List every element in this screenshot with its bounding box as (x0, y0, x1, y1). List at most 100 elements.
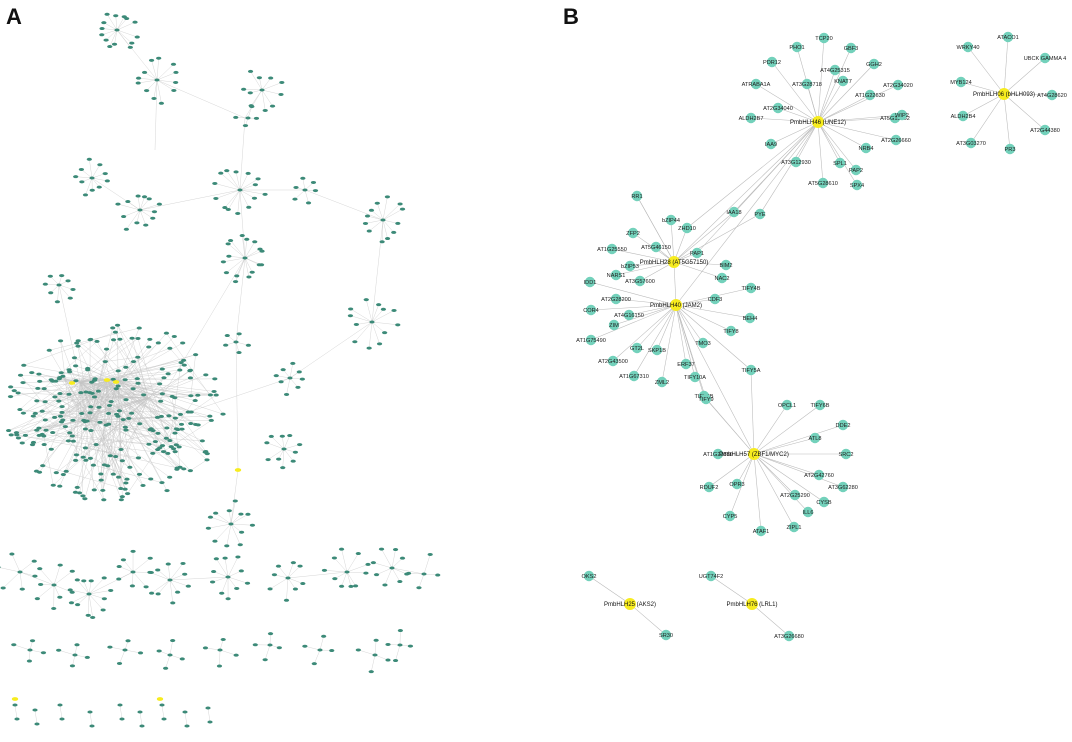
panel-b-edges (588, 36, 1053, 637)
gene-node-circle (606, 243, 618, 255)
panel-a-gene-node (290, 361, 296, 365)
gene-node-circle (744, 312, 756, 324)
panel-a-gene-node (177, 412, 184, 416)
panel-a-gene-node (159, 481, 165, 485)
panel-a-gene-node (293, 185, 299, 189)
panel-a-gene-node (154, 78, 160, 82)
panel-a-edge (239, 189, 255, 199)
gene-node-label: AT3G03270 (956, 141, 986, 147)
gene-node-circle (754, 208, 766, 220)
panel-a-gene-node (253, 116, 260, 120)
panel-a-gene-node (203, 373, 209, 377)
gene-node-label: ATAF1 (753, 529, 770, 535)
panel-b-link (673, 121, 819, 263)
panel-a-gene-node (227, 239, 234, 243)
gene-node-label: AT2G44380 (1030, 128, 1060, 134)
panel-a-gene-node (213, 196, 219, 200)
gene-node-label: BEH4 (743, 316, 758, 322)
gene-node-label: AT2G42760 (804, 473, 834, 479)
panel-a-edge (239, 184, 256, 191)
panel-a-gene-node (123, 227, 129, 231)
panel-a-gene-node (30, 440, 37, 444)
panel-a-gene-node (213, 557, 219, 561)
panel-a-gene-node (98, 478, 104, 482)
panel-a-edge (227, 556, 239, 578)
panel-a-edge (294, 189, 306, 200)
panel-b-edge (1003, 93, 1046, 131)
panel-b-edge (753, 453, 820, 476)
panel-a-gene-node (287, 434, 293, 438)
panel-a-edge (147, 370, 191, 399)
panel-a-gene-node (147, 556, 153, 560)
panel-a-gene-node (207, 720, 213, 724)
gene-node-label: bZIP53 (621, 264, 639, 270)
panel-a-edge (88, 580, 92, 595)
panel-a-gene-node (252, 643, 258, 647)
gene-node-circle (837, 75, 849, 87)
panel-a-gene-node (177, 368, 183, 372)
panel-a-edge (169, 579, 189, 587)
gene-node-label: ALDH2B4 (951, 114, 976, 120)
panel-a-gene-node (238, 530, 245, 534)
panel-a-edge (34, 709, 38, 725)
panel-a-edge (235, 257, 246, 343)
panel-a-edge (139, 189, 241, 211)
panel-a-gene-node (256, 263, 262, 267)
panel-a-edge (230, 513, 242, 525)
panel-b-edge (753, 453, 809, 513)
gene-node-circle (809, 432, 821, 444)
panel-a-gene-node (212, 539, 218, 543)
gene-node-label: AT4G25315 (820, 68, 850, 74)
panel-a-gene-node (187, 469, 193, 473)
panel-a-gene-node (8, 433, 14, 437)
panel-a-edge (371, 219, 384, 323)
panel-a-gene-node (56, 648, 62, 652)
panel-a-edge (124, 649, 141, 654)
gene-node-label: SPL1 (833, 161, 847, 167)
panel-b-gene-node: COR4 (583, 304, 599, 316)
panel-a-edge (117, 379, 208, 460)
panel-a-edge (144, 72, 158, 81)
hub-node-circle (746, 598, 758, 610)
gene-node-label: TIFY9 (698, 397, 713, 403)
panel-a-gene-node (129, 336, 135, 340)
panel-a-gene-node (62, 425, 68, 429)
panel-b-label: B (563, 4, 579, 29)
panel-a-edge (59, 393, 149, 399)
panel-a-gene-node (125, 200, 131, 204)
panel-a-gene-node (310, 180, 317, 184)
panel-b-edge (673, 227, 688, 263)
panel-a-gene-node (119, 495, 125, 499)
panel-a-gene-node (407, 644, 414, 648)
panel-b-gene-node: NRB4 (859, 142, 873, 154)
panel-b-edge (639, 261, 675, 282)
panel-a-gene-node (122, 378, 128, 382)
panel-a-gene-node (36, 372, 42, 376)
panel-a-edge (139, 204, 160, 211)
panel-a-edge (72, 654, 76, 666)
panel-a-edge (382, 208, 403, 221)
panel-a-gene-node (124, 492, 131, 496)
panel-a-edge (324, 570, 348, 573)
gene-node-circle (631, 190, 643, 202)
gene-node-label: AT4G16150 (614, 313, 644, 319)
panel-a-gene-node (389, 566, 395, 570)
gene-node-label: SPX4 (850, 183, 864, 189)
gene-node-label: SR30 (659, 633, 673, 639)
panel-a-edge (59, 378, 117, 389)
panel-a-gene-node (101, 576, 107, 580)
panel-a-edge (151, 579, 171, 594)
panel-b-edge (817, 47, 852, 123)
panel-a-edge (382, 219, 394, 233)
gene-node-label: NARS1 (607, 273, 626, 279)
panel-a-gene-node (374, 201, 380, 205)
panel-a-gene-node (241, 87, 247, 91)
panel-a-edge (139, 711, 143, 727)
panel-a-edges (0, 14, 438, 727)
panel-a-edge (11, 553, 21, 573)
panel-b-gene-node: ZML2 (655, 376, 669, 388)
panel-b-gene-node: AT3G26680 (774, 630, 804, 642)
panel-a-gene-node (137, 710, 143, 714)
panel-b-gene-node: SKP1B (648, 344, 666, 356)
